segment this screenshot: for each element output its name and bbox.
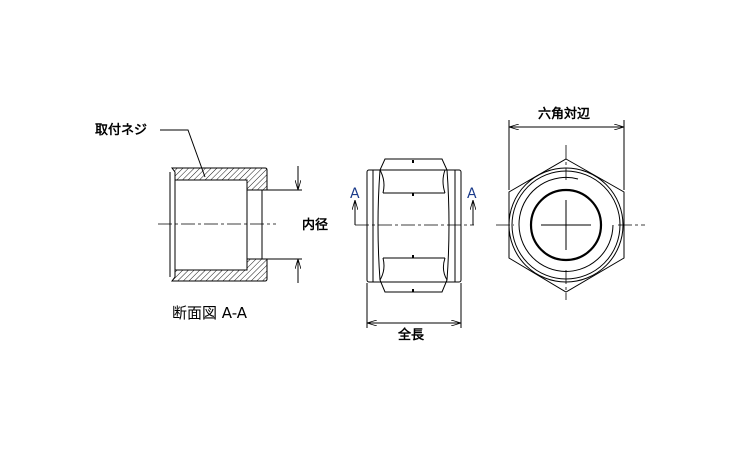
hex-outline bbox=[508, 158, 625, 293]
section-mark-left: A bbox=[350, 186, 360, 202]
inner-diameter-label: 内径 bbox=[302, 217, 328, 233]
hex-body bbox=[377, 158, 450, 293]
overall-length-label: 全長 bbox=[397, 327, 425, 343]
hex-across-flats-label: 六角対辺 bbox=[538, 106, 590, 122]
hatched-wall-top bbox=[171, 167, 268, 191]
section-view: 取付ネジ 内径 断面図 A-A bbox=[95, 122, 328, 322]
mounting-thread-label: 取付ネジ bbox=[95, 122, 147, 138]
end-view: 六角対辺 bbox=[496, 106, 645, 300]
bore-circle bbox=[529, 188, 603, 262]
section-mark-right: A bbox=[467, 186, 477, 202]
hatched-wall-bottom bbox=[171, 258, 268, 282]
section-caption: 断面図 A-A bbox=[172, 304, 248, 322]
side-view: A A 全長 bbox=[350, 158, 477, 343]
thread-leader-line bbox=[160, 129, 206, 178]
